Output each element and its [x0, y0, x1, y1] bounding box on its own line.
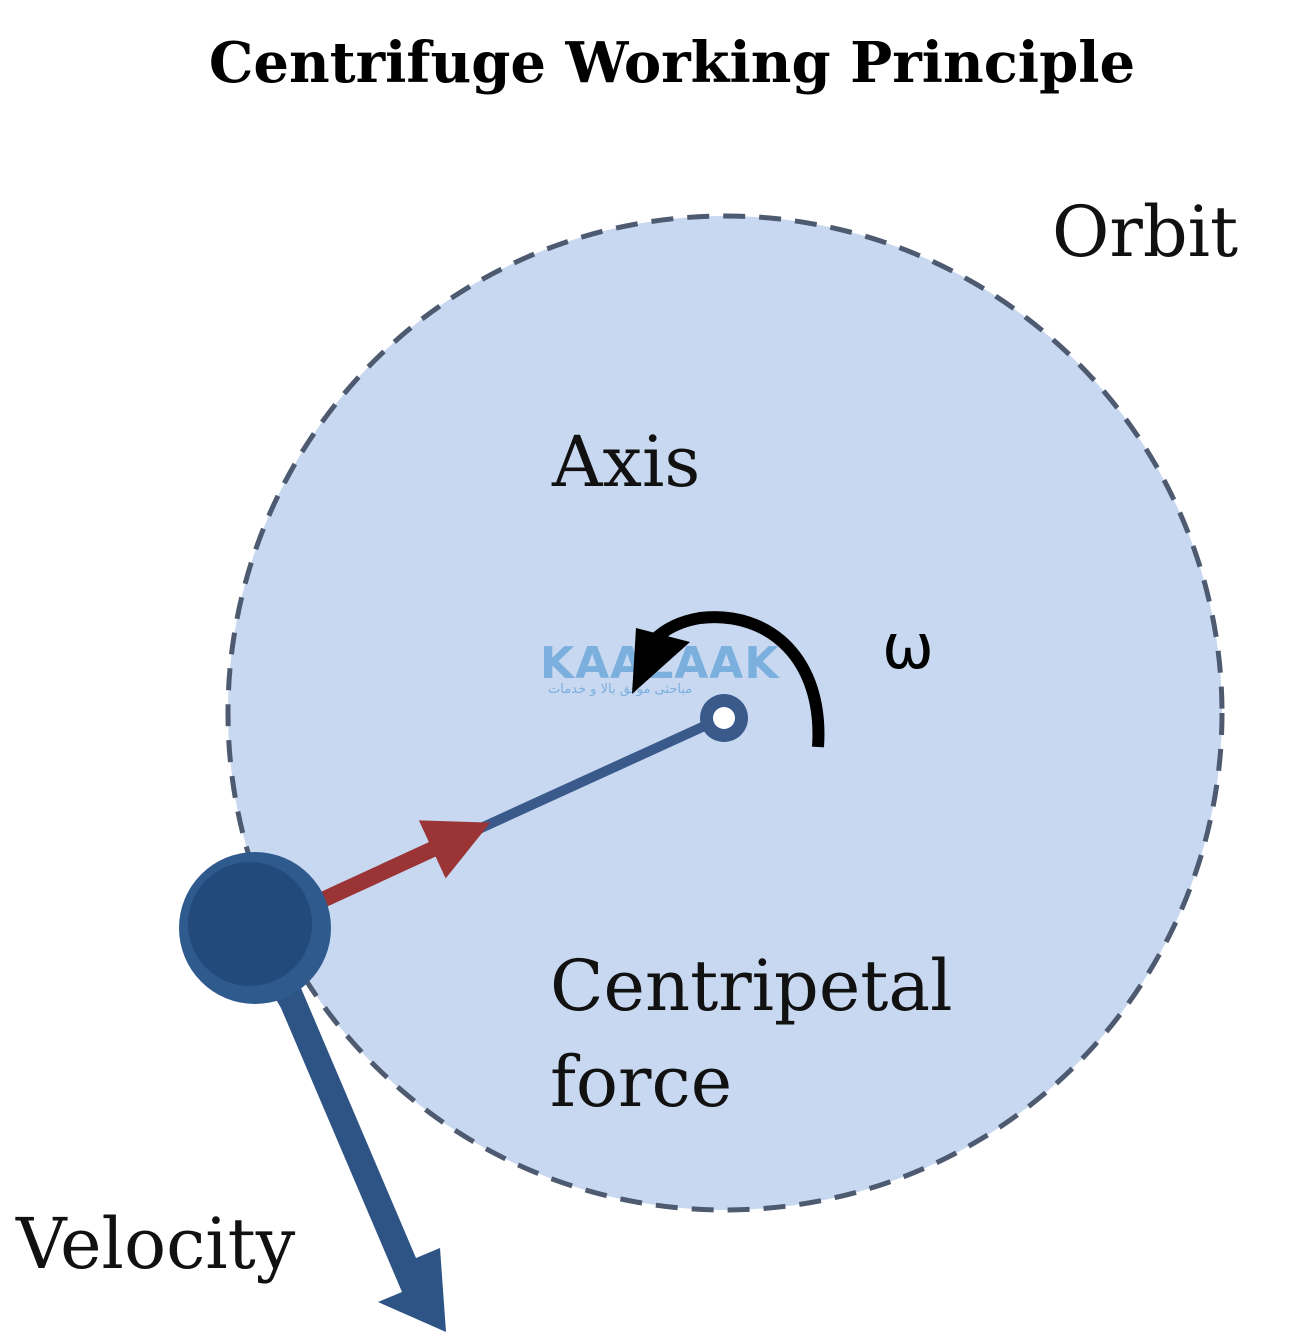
diagram-title: Centrifuge Working Principle	[209, 30, 1135, 96]
centripetal-label-line1: Centripetal	[550, 945, 953, 1027]
axis-label: Axis	[551, 421, 700, 503]
orbit-label: Orbit	[1052, 191, 1238, 273]
velocity-label: Velocity	[15, 1203, 296, 1285]
centripetal-force-label: Centripetal force	[550, 945, 975, 1123]
rotation-arrow-head	[632, 628, 690, 694]
centripetal-label-line2: force	[550, 1041, 732, 1123]
centripetal-force-arrow	[314, 820, 491, 910]
rotating-mass-core	[188, 862, 312, 986]
omega-label: ω	[882, 610, 934, 683]
axis-pivot-hole	[713, 707, 735, 729]
velocity-arrow	[267, 974, 446, 1332]
rotation-arrow	[649, 611, 825, 748]
svg-text:مباحثی موفق بالا و خدمات: مباحثی موفق بالا و خدمات	[548, 682, 692, 697]
